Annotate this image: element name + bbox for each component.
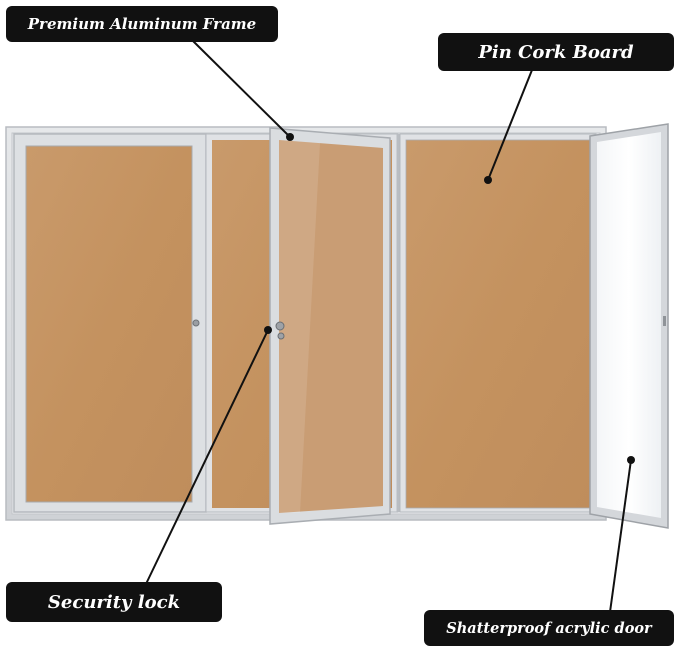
middle-door-lock [275,321,285,331]
right-door-handle [663,316,666,326]
left-door-lock [192,319,200,327]
pointer-frame [191,39,291,138]
pointer-cork [487,69,533,181]
middle-open-door-panel [279,140,383,513]
label-shatterproof-acrylic-door: Shatterproof acrylic door [424,610,674,646]
label-premium-aluminum-frame: Premium Aluminum Frame [6,6,278,42]
pointer-lock [145,329,269,585]
middle-open-door-glare [279,140,320,513]
right-acrylic-door-glass [597,132,661,518]
pointer-acrylic [609,459,632,613]
label-security-lock: Security lock [6,582,222,622]
label-pin-cork-board: Pin Cork Board [438,33,674,71]
left-door-cork [25,145,193,503]
right-section-cork [405,139,591,509]
